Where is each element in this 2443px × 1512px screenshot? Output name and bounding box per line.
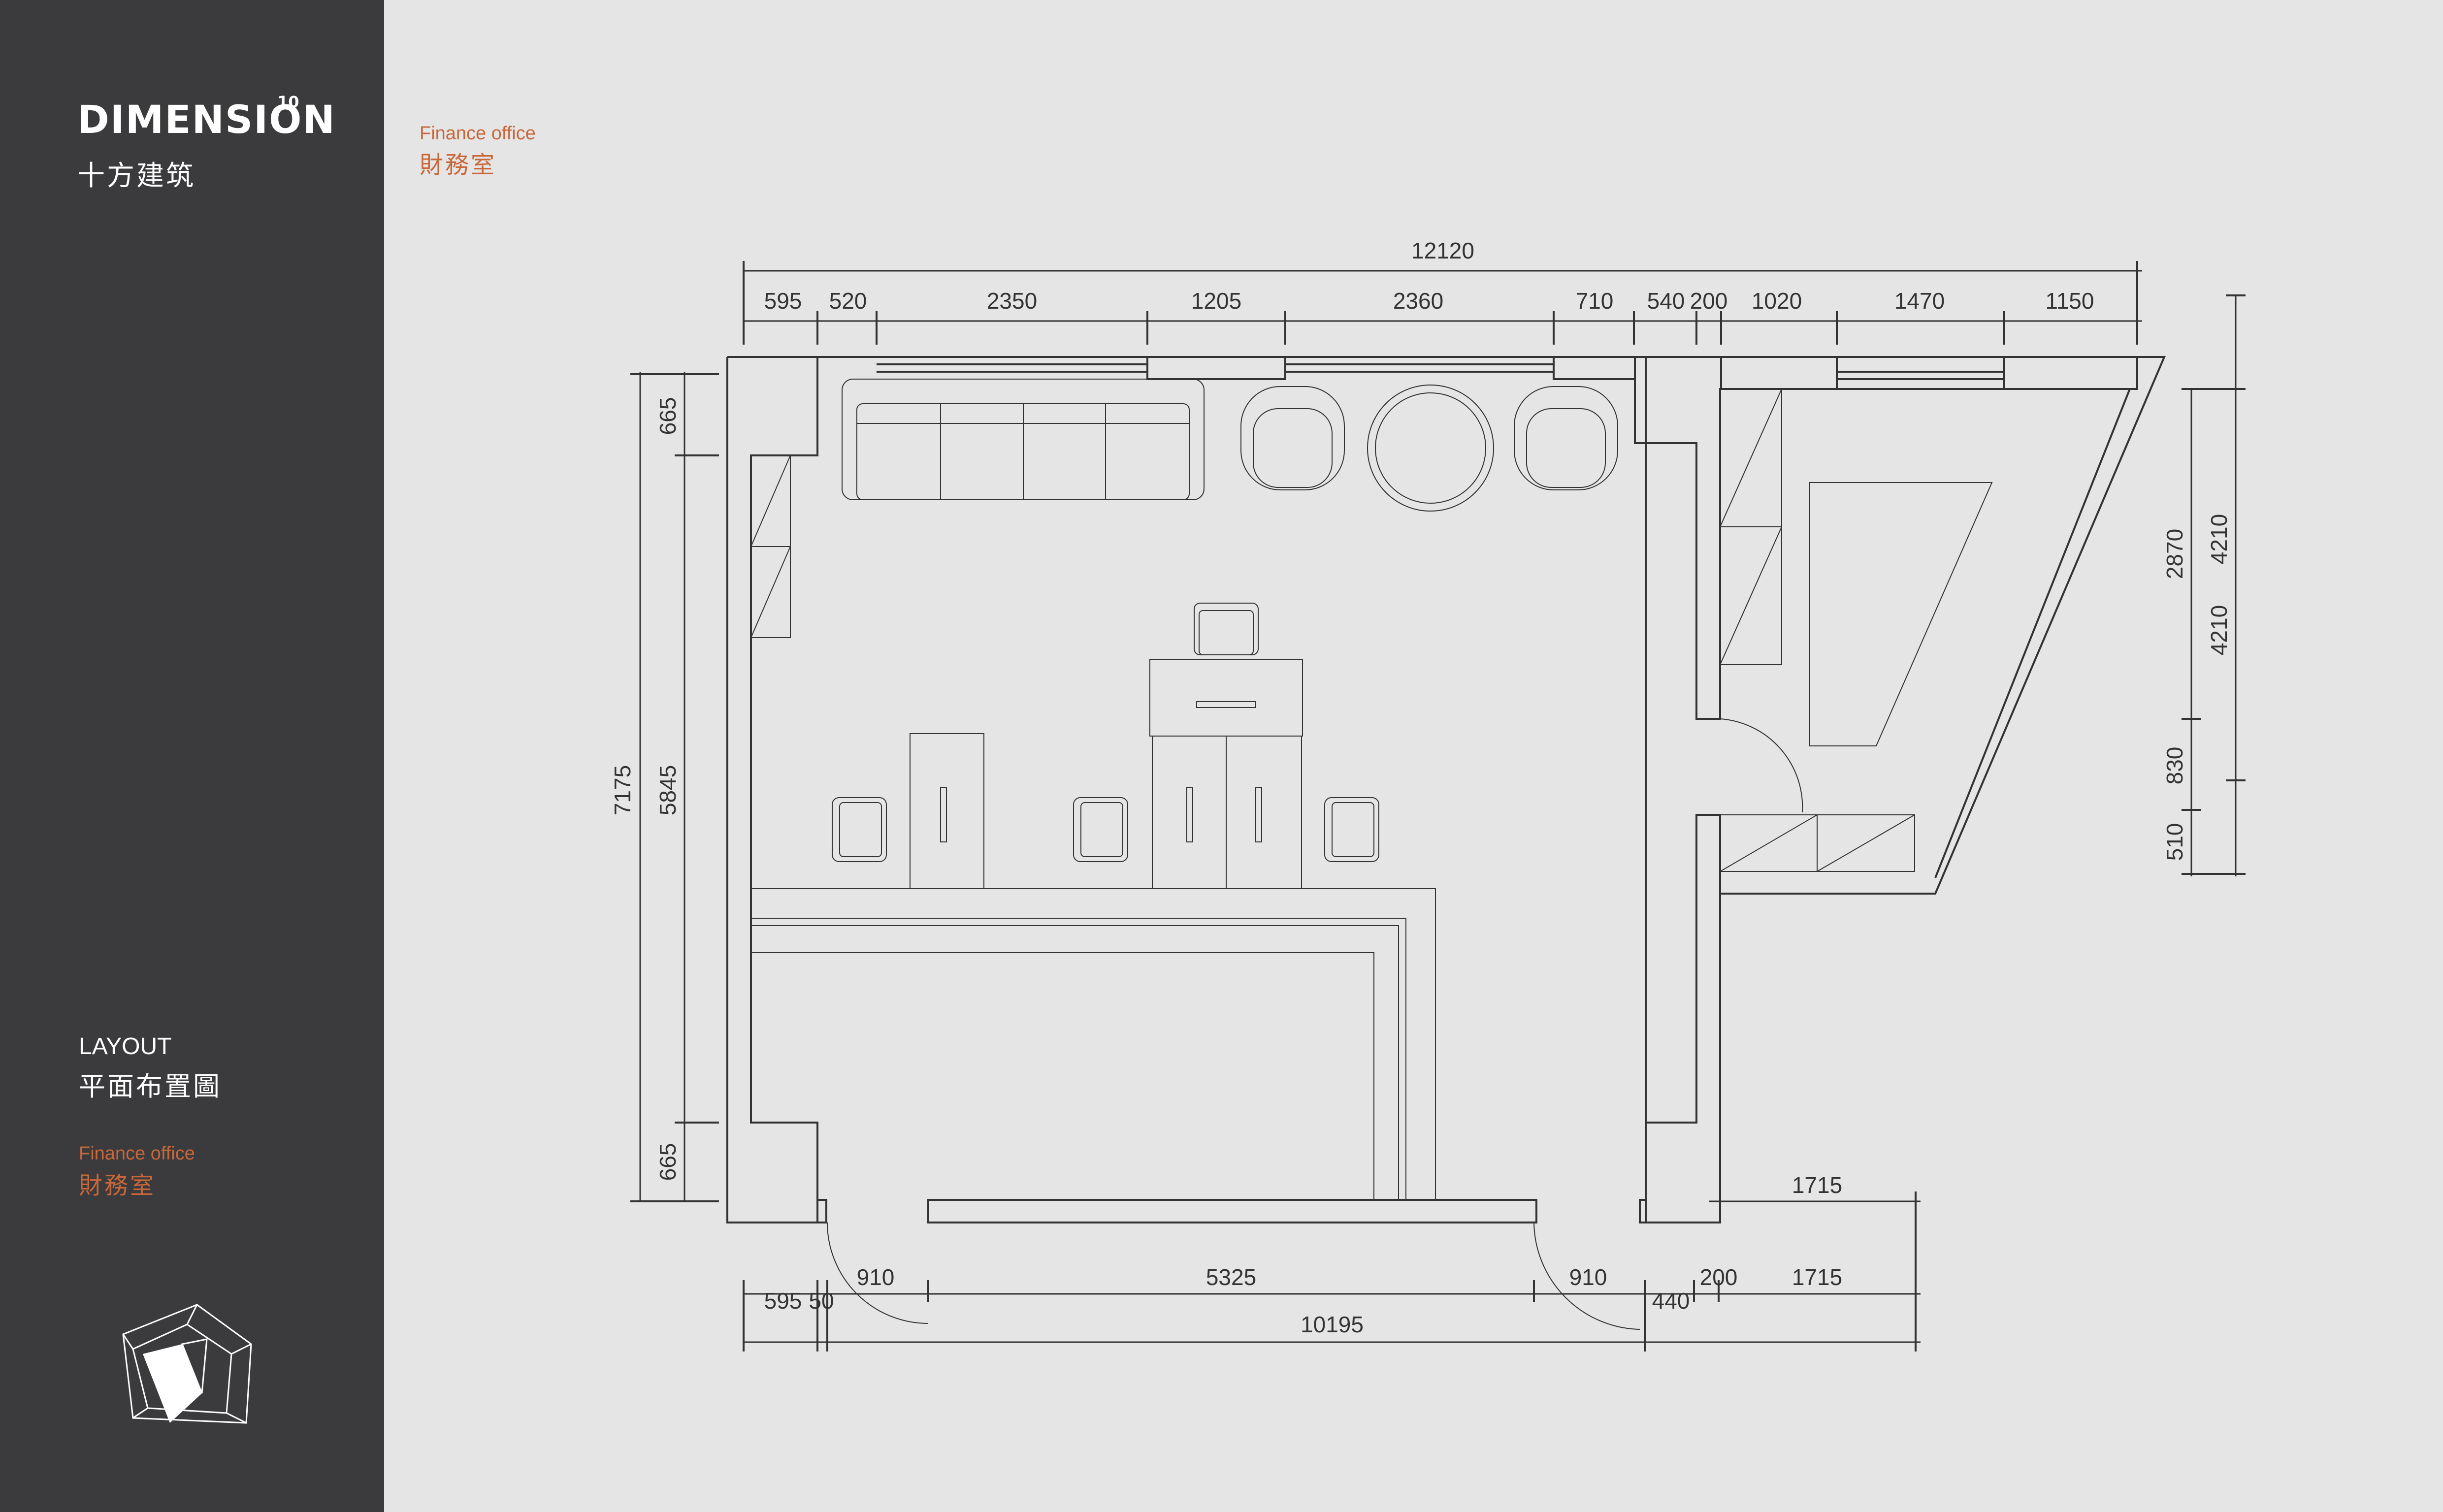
- dim-bottom-total: 10195: [1301, 1312, 1364, 1337]
- dim-right-d: 830: [2162, 747, 2187, 785]
- dim-top-5: 710: [1576, 288, 1614, 314]
- dim-top-4: 2360: [1393, 288, 1443, 314]
- desks: [832, 603, 1379, 889]
- dim-bottom-2: 910: [857, 1264, 895, 1290]
- dim-bottom-7: 1715: [1792, 1264, 1842, 1290]
- dim-top-7: 200: [1690, 288, 1728, 314]
- brand-logo-text: DIMENSION: [77, 98, 336, 142]
- dim-right-annex: 1715: [1792, 1172, 1842, 1198]
- dim-top-6: 540: [1647, 288, 1685, 314]
- brand-chinese-name: 十方建筑: [77, 160, 195, 191]
- layout-label: LAYOUT: [79, 1033, 172, 1060]
- dim-bottom-0: 595: [764, 1288, 802, 1314]
- dim-bottom-3: 5325: [1206, 1264, 1256, 1290]
- dim-top-3: 1205: [1191, 288, 1241, 314]
- armchairs: [1240, 385, 1618, 512]
- title-room-cn: 財務室: [420, 152, 497, 178]
- dim-bottom-5: 440: [1652, 1288, 1690, 1314]
- dim-bottom-4: 910: [1569, 1264, 1607, 1290]
- sidebar: DIMENSION 10 十方建筑 LAYOUT 平面布置圖 Finance o…: [0, 0, 384, 1512]
- brand-superscript: 10: [277, 93, 299, 111]
- dim-bottom-6: 200: [1700, 1264, 1738, 1290]
- dim-top-0: 595: [764, 288, 802, 314]
- dim-left-bottom: 665: [655, 1143, 681, 1181]
- dim-left-middle: 5845: [655, 765, 681, 815]
- dim-top-8: 1020: [1752, 288, 1802, 314]
- dim-right-b: 4210: [2206, 514, 2232, 564]
- layout-label-cn: 平面布置圖: [79, 1072, 222, 1101]
- dimension-labels: 12120 595 520 2350 1205 2360 710 540 200…: [610, 238, 2232, 1337]
- dim-top-total: 12120: [1411, 238, 1474, 263]
- title-room-en: Finance office: [420, 123, 536, 144]
- door-arcs: [827, 718, 1803, 1330]
- dim-right-a: 2870: [2162, 529, 2187, 579]
- annex-table: [1809, 482, 1993, 746]
- dim-top-9: 1470: [1894, 288, 1945, 314]
- room-label: Finance office: [79, 1143, 195, 1164]
- dim-left-total: 7175: [610, 765, 635, 815]
- dim-right-c: 4210: [2206, 605, 2232, 655]
- sofa: [842, 379, 1205, 500]
- dim-bottom-1: 50: [809, 1288, 834, 1314]
- dim-right-e: 510: [2162, 823, 2187, 861]
- dim-top-10: 1150: [2046, 288, 2094, 314]
- dim-top-1: 520: [829, 288, 867, 314]
- cube-logo-icon: [122, 1304, 252, 1424]
- walls: [726, 356, 2166, 1223]
- reception-counter: [751, 888, 1436, 1200]
- room-label-cn: 財務室: [79, 1173, 156, 1199]
- dim-top-2: 2350: [987, 288, 1037, 314]
- dim-left-top: 665: [655, 397, 681, 435]
- dimension-lines: [630, 261, 2246, 1351]
- cabinets: [750, 388, 1915, 872]
